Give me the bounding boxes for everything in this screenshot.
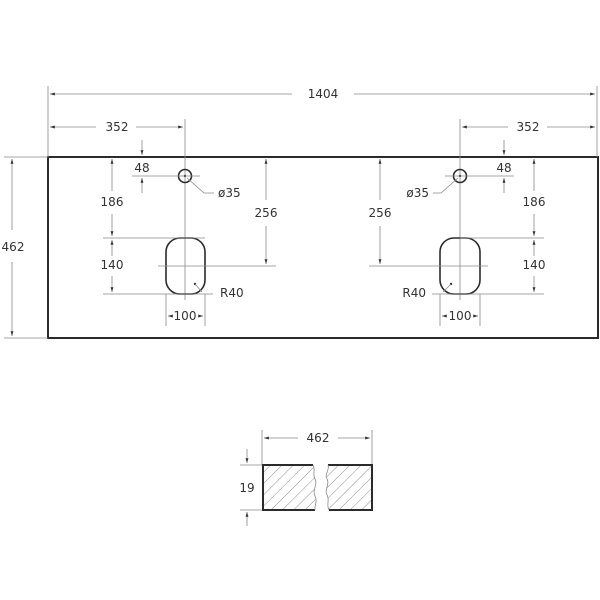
section-left-piece — [263, 465, 317, 510]
dimension-right-faucet-offset: 352 — [459, 119, 595, 300]
dimension-left-faucet-offset: 352 — [50, 119, 186, 300]
left-basin-group: 48 ø35 R40 186 140 256 — [101, 140, 278, 326]
dim-label-100-right: 100 — [449, 309, 472, 323]
dim-label-diameter-left: ø35 — [218, 186, 241, 200]
dim-label-1404: 1404 — [308, 87, 339, 101]
dim-label-140-left: 140 — [101, 258, 124, 272]
dim-label-48-right: 48 — [496, 161, 511, 175]
dim-label-radius-right: R40 — [402, 286, 426, 300]
dim-label-100-left: 100 — [174, 309, 197, 323]
section-right-piece — [326, 465, 372, 510]
dim-label-462: 462 — [2, 240, 25, 254]
countertop-outline — [47, 156, 599, 339]
dim-label-48-left: 48 — [134, 161, 149, 175]
dim-label-19: 19 — [239, 481, 254, 495]
dimension-overall-width: 1404 — [47, 86, 598, 157]
dim-label-256-right: 256 — [369, 206, 392, 220]
dim-label-186-right: 186 — [523, 195, 546, 209]
dim-label-352-right: 352 — [517, 120, 540, 134]
dimension-overall-depth: 462 — [2, 156, 48, 339]
dim-label-radius-left: R40 — [220, 286, 244, 300]
dim-label-256-left: 256 — [255, 206, 278, 220]
dim-label-section-462: 462 — [307, 431, 330, 445]
dim-label-186-left: 186 — [101, 195, 124, 209]
dim-label-140-right: 140 — [523, 258, 546, 272]
section-view: 462 19 — [239, 430, 373, 526]
right-basin-group: 48 ø35 R40 186 140 256 — [369, 140, 546, 326]
dim-label-352-left: 352 — [106, 120, 129, 134]
dim-label-diameter-right: ø35 — [406, 186, 429, 200]
top-view: 1404 462 352 352 — [2, 86, 599, 339]
